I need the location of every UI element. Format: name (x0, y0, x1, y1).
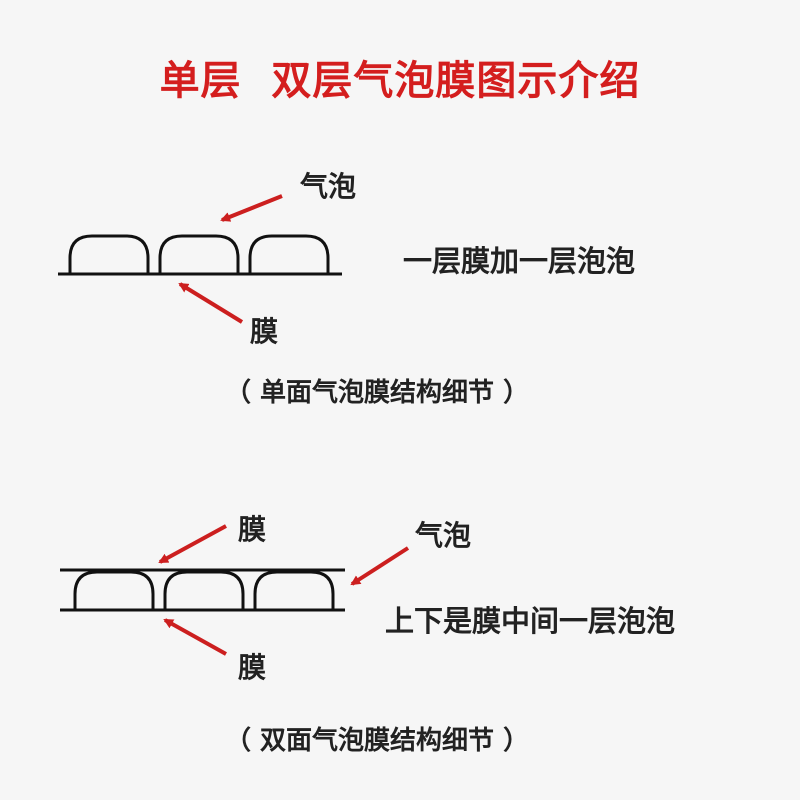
single-caption: （ 单面气泡膜结构细节 ） (225, 378, 530, 408)
single-bubble-label: 气泡 (300, 170, 357, 203)
double-film-top-arrow (158, 524, 227, 564)
double-bubble-label: 气泡 (415, 519, 472, 552)
single-bubble-arrow (220, 194, 283, 222)
single-layer-structure (58, 194, 342, 324)
double-bubble (73, 570, 155, 610)
single-bubble (68, 234, 150, 274)
double-caption: （ 双面气泡膜结构细节 ） (225, 726, 530, 756)
single-film-arrow (178, 282, 244, 324)
double-film-bottom-arrow (163, 618, 227, 656)
single-film-label: 膜 (250, 315, 279, 348)
single-bubble (248, 234, 330, 274)
double-film-bottom-label: 膜 (238, 651, 267, 684)
single-bubble (158, 234, 240, 274)
double-bubble-arrow (350, 546, 410, 586)
page-title: 单层 双层气泡膜图示介绍 (159, 58, 641, 104)
double-description: 上下是膜中间一层泡泡 (385, 604, 676, 638)
double-bubble (253, 570, 335, 610)
double-layer-structure (60, 524, 410, 656)
single-description: 一层膜加一层泡泡 (403, 244, 636, 278)
double-film-top-label: 膜 (238, 513, 267, 546)
double-bubble (163, 570, 245, 610)
